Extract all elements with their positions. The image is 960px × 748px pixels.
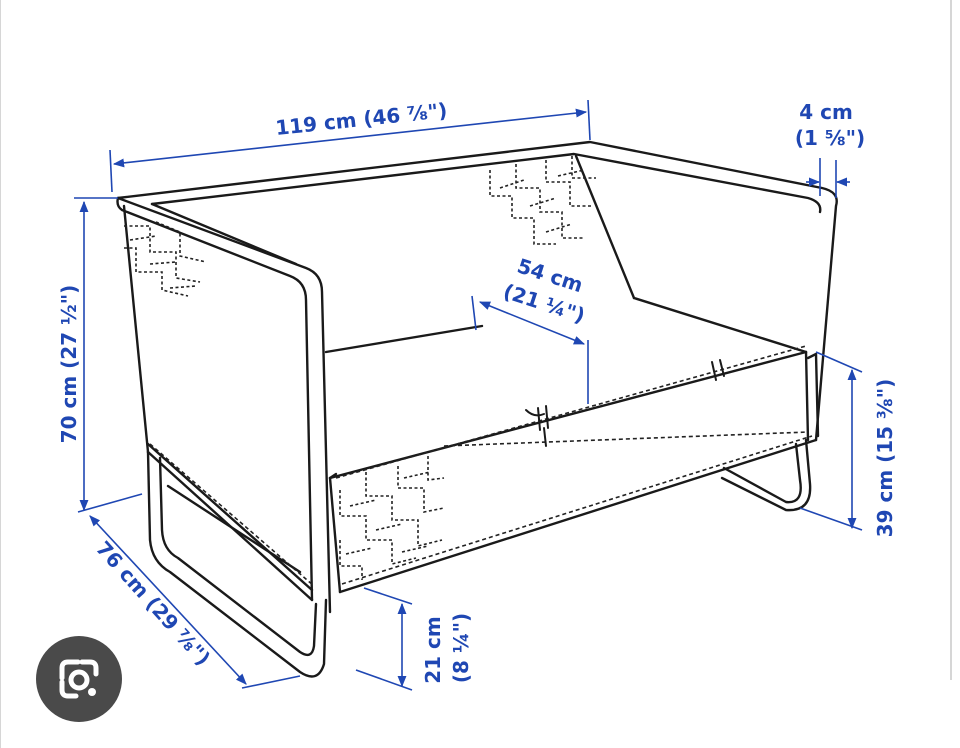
- seat-depth-dimension-line: [478, 301, 586, 345]
- left-frame-edge: [0, 0, 1, 748]
- tufting-marks: [525, 359, 725, 447]
- quilt-stitching: [124, 156, 596, 580]
- left-armrest: [116, 196, 332, 614]
- dimension-lines: [74, 99, 863, 691]
- arm-thickness-in-label: (1 ⅝"): [795, 126, 865, 150]
- depth-dimension-line: [89, 515, 247, 685]
- sofa-drawing: [116, 140, 838, 678]
- seat-cushion: [324, 324, 484, 354]
- dimension-labels: 119 cm (46 ⅞") 4 cm (1 ⅝") 70 cm (27 ½")…: [57, 98, 897, 684]
- leg-height-cm-label: 21 cm: [421, 616, 445, 684]
- google-lens-icon: [59, 659, 99, 699]
- lens-search-button[interactable]: [36, 636, 122, 722]
- seat-height-label: 39 cm (15 ⅜"): [873, 379, 897, 538]
- back-frame: [116, 140, 838, 442]
- leg-height-in-label: (8 ¼"): [449, 613, 473, 683]
- height-label: 70 cm (27 ½"): [57, 285, 81, 444]
- right-sled-leg: [722, 442, 802, 504]
- arm-thickness-cm-label: 4 cm: [799, 100, 853, 124]
- right-frame-edge: [950, 0, 952, 680]
- width-dimension-line: [112, 108, 588, 168]
- width-label: 119 cm (46 ⅞"): [274, 98, 448, 140]
- seam-lines: [149, 345, 813, 587]
